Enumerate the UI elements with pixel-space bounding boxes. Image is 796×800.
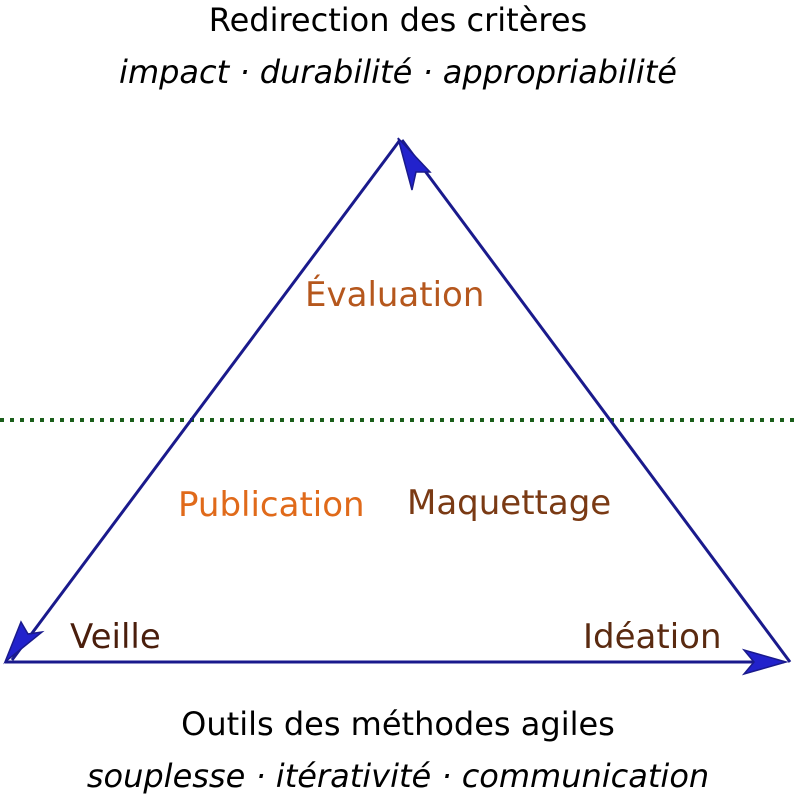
node-veille: Veille — [70, 617, 161, 657]
node-ideation: Idéation — [583, 617, 722, 657]
bottom-title: Outils des méthodes agiles — [181, 705, 615, 743]
top-subtitle: impact · durabilité · appropriabilité — [119, 53, 677, 91]
arrowhead-ideation — [741, 648, 789, 676]
node-maquettage: Maquettage — [407, 483, 612, 523]
top-title: Redirection des critères — [208, 1, 588, 39]
arrowhead-evaluation — [397, 137, 432, 191]
bottom-subtitle: souplesse · itérativité · communication — [86, 757, 710, 795]
edge-ideation-to-apex — [400, 139, 792, 663]
edge-apex-to-veille — [10, 139, 402, 661]
node-evaluation: Évaluation — [305, 275, 485, 315]
arrowhead-veille — [3, 620, 45, 665]
node-publication: Publication — [178, 485, 365, 525]
